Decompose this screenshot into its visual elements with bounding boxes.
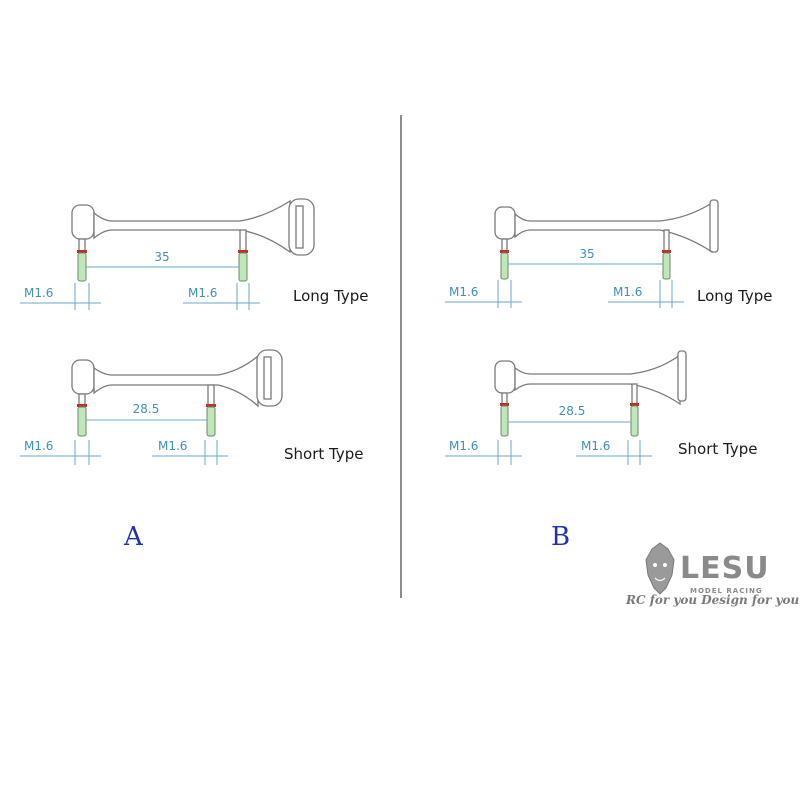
- thread-b-short-right: M1.6: [581, 439, 610, 453]
- logo-brand: LESU: [680, 551, 770, 586]
- dimension-a-long: [20, 266, 260, 310]
- collar-a-short-right: [206, 404, 216, 407]
- stud-a-short-right: [206, 406, 216, 437]
- stud-b-long-left: [500, 252, 509, 280]
- horn-b-long: [494, 199, 719, 254]
- stud-b-long-right: [662, 252, 671, 280]
- collar-a-long-left: [77, 250, 87, 253]
- horn-a-short: [71, 349, 283, 408]
- thread-a-short-left: M1.6: [24, 439, 53, 453]
- length-b-short: 28.5: [559, 404, 586, 418]
- horn-b-short: [494, 350, 687, 406]
- dimension-b-short: [445, 421, 652, 465]
- lion-emblem-icon: [645, 542, 675, 595]
- collar-a-long-right: [238, 250, 248, 253]
- label-a-short: Short Type: [284, 445, 364, 463]
- collar-b-short-left: [500, 403, 509, 406]
- stud-a-long-left: [77, 252, 87, 282]
- collar-b-short-right: [630, 403, 639, 406]
- stud-a-short-left: [77, 406, 87, 437]
- stud-b-short-right: [630, 405, 639, 437]
- label-b-short: Short Type: [678, 440, 758, 458]
- horn-a-long: [71, 198, 315, 256]
- thread-a-long-left: M1.6: [24, 286, 53, 300]
- dimension-a-short: [20, 419, 228, 465]
- collar-b-long-left: [500, 250, 509, 253]
- dimension-b-long: [445, 263, 684, 308]
- length-a-short: 28.5: [133, 402, 160, 416]
- logo-tagline: RC for you Design for you: [626, 593, 800, 607]
- thread-b-short-left: M1.6: [449, 439, 478, 453]
- panel-letter-a: A: [124, 522, 143, 552]
- collar-b-long-right: [662, 250, 671, 253]
- stud-b-short-left: [500, 405, 509, 437]
- thread-b-long-left: M1.6: [449, 285, 478, 299]
- label-a-long: Long Type: [293, 287, 369, 305]
- panel-letter-b: B: [551, 522, 571, 552]
- thread-b-long-right: M1.6: [613, 285, 642, 299]
- label-b-long: Long Type: [697, 287, 773, 305]
- stud-a-long-right: [238, 252, 248, 282]
- logo-sub: MODEL RACING: [690, 587, 763, 595]
- thread-a-short-right: M1.6: [158, 439, 187, 453]
- length-a-long: 35: [154, 250, 169, 264]
- length-b-long: 35: [579, 247, 594, 261]
- collar-a-short-left: [77, 404, 87, 407]
- thread-a-long-right: M1.6: [188, 286, 217, 300]
